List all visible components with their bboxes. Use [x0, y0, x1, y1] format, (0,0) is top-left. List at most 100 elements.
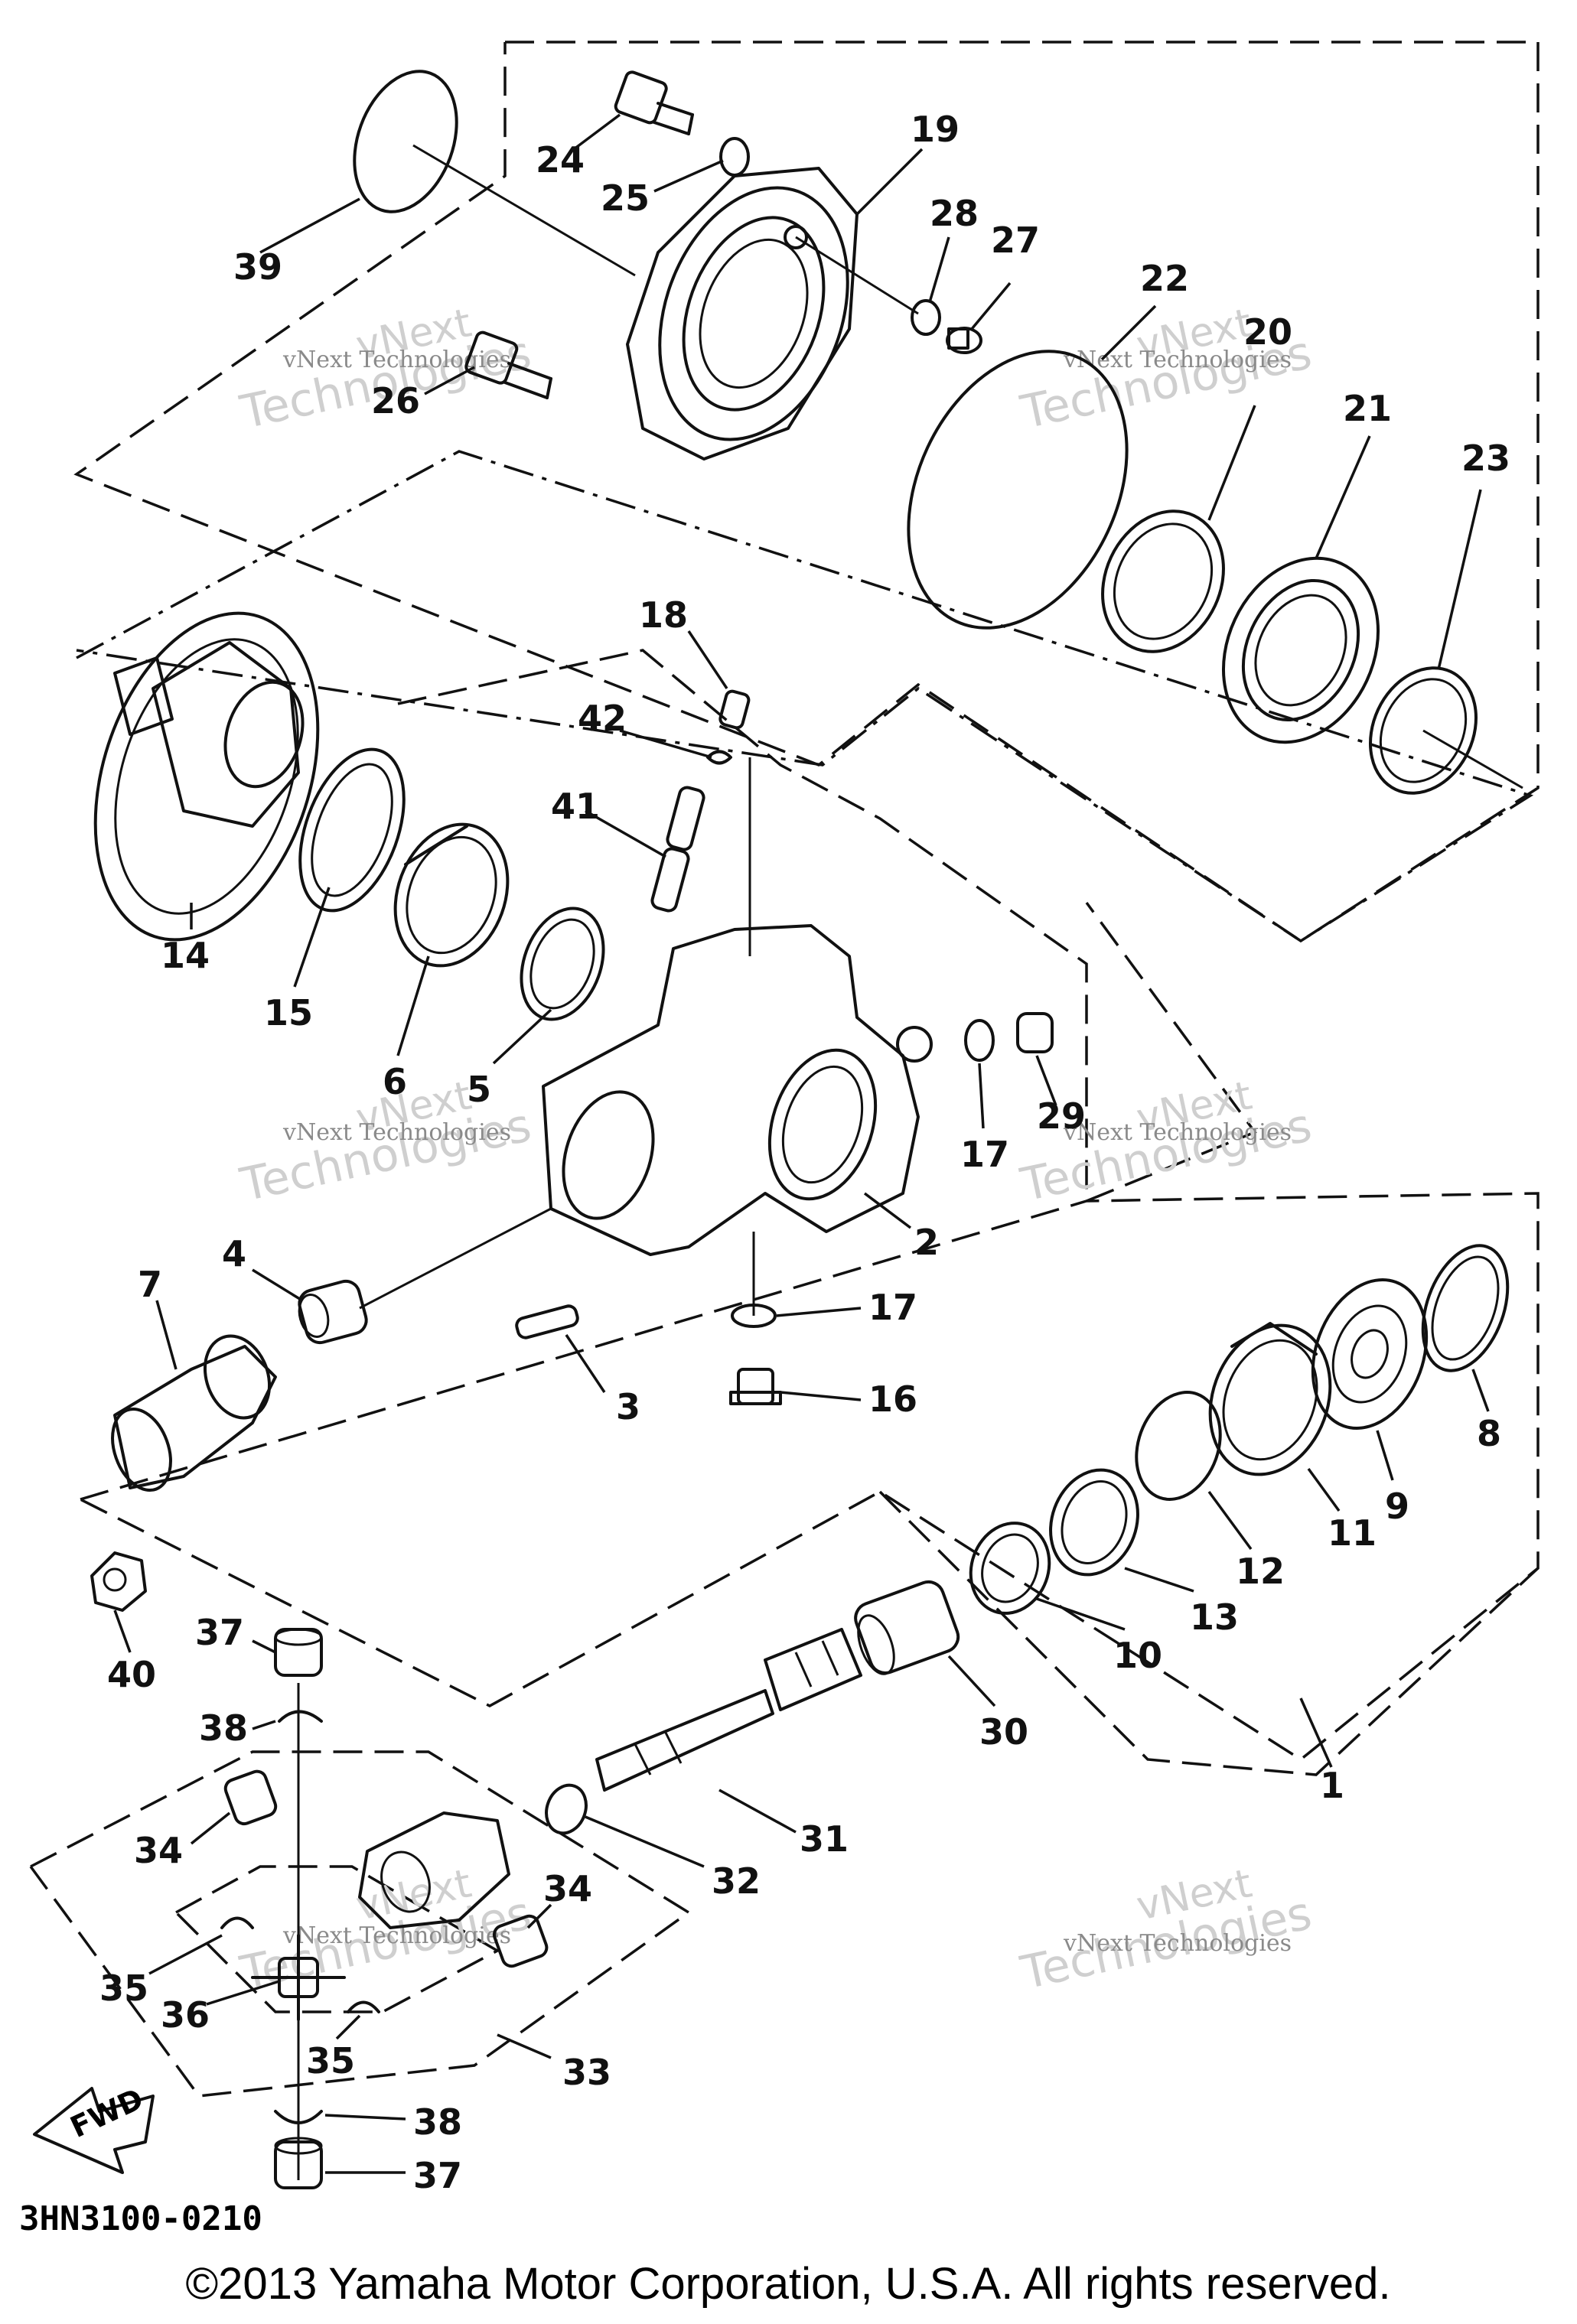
part-39-o-ring	[353, 70, 458, 213]
part-16-plug	[729, 1368, 782, 1405]
part-5-shim	[520, 906, 605, 1021]
part-34-bearing-right	[492, 1914, 549, 1968]
part-38-circlip-top	[278, 1710, 323, 1723]
part-12-o-ring	[1135, 1391, 1222, 1501]
callout-39: 39	[233, 246, 282, 288]
callout-7: 7	[138, 1264, 162, 1305]
callout-35-left: 35	[99, 1968, 148, 2009]
axis-line	[412, 144, 636, 277]
part-17-washer-side	[964, 1019, 995, 1062]
callout-19: 19	[911, 109, 960, 150]
callout-34-right: 34	[543, 1868, 592, 1909]
axis-line	[795, 236, 919, 315]
part-29-plug	[1016, 1012, 1054, 1053]
callout-41: 41	[551, 786, 600, 827]
callout-14: 14	[161, 935, 210, 976]
part-4-bearing	[298, 1279, 368, 1345]
callout-26: 26	[371, 380, 420, 422]
callout-6: 6	[383, 1061, 407, 1102]
svg-text:vNext Technologies: vNext Technologies	[282, 347, 511, 373]
callout-8: 8	[1477, 1413, 1501, 1454]
callout-20: 20	[1243, 311, 1292, 353]
callout-28: 28	[930, 193, 979, 234]
part-26-bolt	[464, 330, 552, 399]
callout-11: 11	[1328, 1512, 1377, 1554]
callout-10: 10	[1113, 1635, 1162, 1676]
part-27-bolt	[946, 327, 982, 354]
axis-line	[359, 1207, 552, 1310]
callout-38-bottom: 38	[413, 2101, 462, 2143]
part-8-shim	[1421, 1244, 1510, 1372]
callout-33: 33	[562, 2052, 611, 2093]
callout-23: 23	[1461, 438, 1510, 479]
part-35-circlip-left	[220, 1916, 254, 1929]
joint-inner-outline	[174, 1865, 500, 2013]
forward-direction-arrow: FWD	[33, 2082, 155, 2174]
part-34-bearing-left	[223, 1769, 278, 1826]
part-35-circlip-right	[347, 2000, 380, 2013]
part-32-circlip	[545, 1783, 588, 1835]
part-22-o-ring	[907, 350, 1129, 630]
callout-2: 2	[914, 1222, 939, 1263]
copyright-notice: ©2013 Yamaha Motor Corporation, U.S.A. A…	[185, 2259, 1390, 2309]
svg-text:vNext Technologies: vNext Technologies	[1063, 1119, 1292, 1146]
part-10-bearing	[969, 1522, 1051, 1615]
callout-labels: 39 24 25 19 28 2 7 22 20 21 23 26 18 42 4…	[99, 109, 1510, 2196]
part-28-washer	[911, 299, 941, 336]
callout-29: 29	[1037, 1095, 1086, 1137]
part-40-nut	[90, 1551, 147, 1612]
part-15-bearing	[298, 747, 406, 913]
svg-text:vNext Technologies: vNext Technologies	[1063, 347, 1292, 373]
svg-text:FWD: FWD	[65, 2082, 148, 2144]
part-14-ring-gear	[93, 611, 320, 942]
callout-36: 36	[161, 1994, 210, 2036]
callout-15: 15	[264, 992, 313, 1033]
part-3-stud	[515, 1304, 579, 1339]
callout-25: 25	[601, 177, 650, 219]
callout-42: 42	[578, 698, 627, 739]
part-24-bolt	[614, 70, 694, 135]
callout-4: 4	[222, 1233, 246, 1274]
callout-17-side: 17	[960, 1134, 1009, 1175]
callout-32: 32	[712, 1860, 761, 1902]
part-38-circlip-bottom	[274, 2110, 323, 2124]
pinion-group-outline	[397, 649, 1257, 1203]
callout-21: 21	[1343, 388, 1392, 429]
callout-22: 22	[1140, 258, 1189, 299]
part-41-pin	[650, 786, 705, 913]
callout-37-top: 37	[195, 1612, 244, 1653]
axis-line	[1422, 729, 1523, 789]
part-18-breather	[718, 689, 751, 730]
svg-text:vNext Technologies: vNext Technologies	[1063, 1930, 1292, 1957]
callout-30: 30	[979, 1711, 1028, 1753]
upper-group-outline	[73, 41, 1540, 943]
part-23-shim	[1369, 666, 1478, 795]
callout-35-right: 35	[306, 2040, 355, 2082]
part-9-bearing	[1311, 1278, 1429, 1430]
watermark-mid-right: Technologies vNext vNext Technologies	[1016, 1072, 1317, 1212]
callout-17-bottom: 17	[868, 1287, 917, 1328]
callout-9: 9	[1385, 1486, 1409, 1527]
part-30-bearing	[854, 1580, 960, 1675]
callout-31: 31	[800, 1818, 849, 1860]
callout-5: 5	[467, 1069, 491, 1110]
callout-34-left: 34	[134, 1830, 183, 1871]
callout-37-bottom: 37	[413, 2155, 462, 2196]
middle-group-outline	[76, 450, 1534, 943]
part-42-clip	[706, 750, 732, 765]
joint-group-outline	[29, 1750, 692, 2098]
part-36-spider	[251, 1934, 346, 2021]
drawing-code: 3HN3100-0210	[19, 2199, 262, 2238]
part-25-washer	[719, 137, 750, 177]
callout-24: 24	[536, 139, 585, 181]
part-31-drive-shaft	[595, 1628, 862, 1792]
part-13-bearing	[1049, 1468, 1139, 1577]
callout-40: 40	[107, 1654, 156, 1695]
part-2-gear-case	[542, 924, 933, 1256]
part-21-oil-seal	[1221, 556, 1380, 744]
callout-13: 13	[1190, 1597, 1239, 1638]
callout-18: 18	[639, 594, 688, 636]
part-7-pinion-gear	[111, 1334, 277, 1492]
callout-12: 12	[1236, 1551, 1285, 1592]
